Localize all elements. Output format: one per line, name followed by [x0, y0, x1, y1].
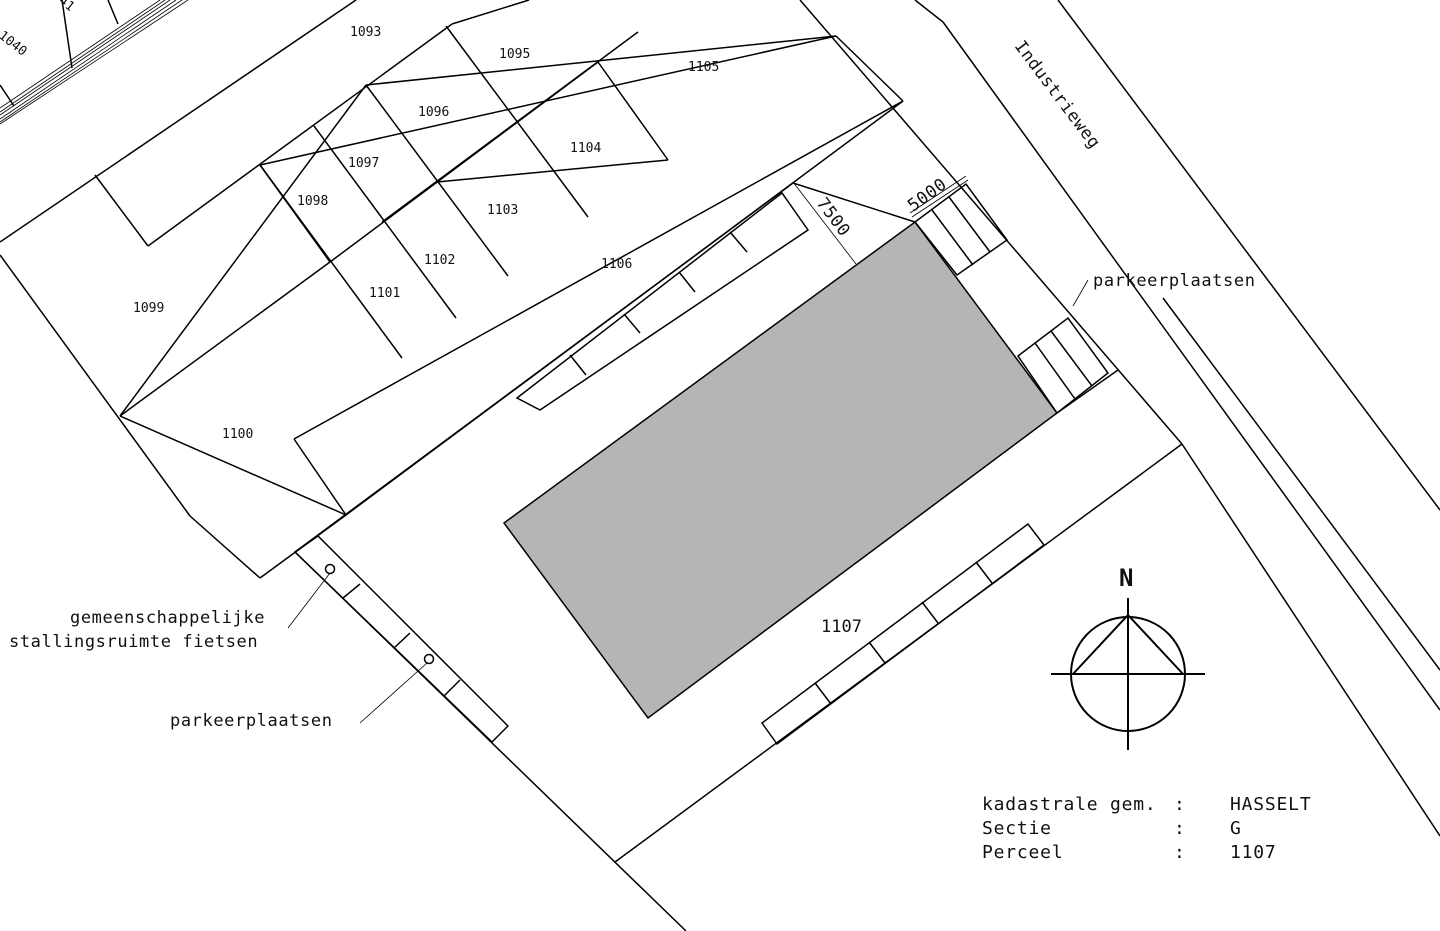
parcel-1103: 1103 [487, 203, 518, 218]
parcel-1102: 1102 [424, 253, 455, 268]
parcel-1098: 1098 [297, 194, 328, 209]
parcel-1106: 1106 [601, 257, 632, 272]
parcel-1100: 1100 [222, 427, 253, 442]
cad-value-2: 1107 [1230, 842, 1277, 863]
label-parking-left: parkeerplaatsen [170, 711, 333, 731]
cad-key-0: kadastrale gem. [982, 794, 1157, 815]
parcel-1096: 1096 [418, 105, 449, 120]
parcel-1093: 1093 [350, 25, 381, 40]
parcel-1099: 1099 [133, 301, 164, 316]
cad-key-2: Perceel [982, 842, 1063, 863]
parcel-1041: 41 [56, 0, 78, 15]
parcel-1107: 1107 [821, 617, 862, 637]
parcel-1095: 1095 [499, 47, 530, 62]
building-footprint [502, 220, 1059, 720]
cad-value-0: HASSELT [1230, 794, 1311, 815]
cad-sep-0: : [1174, 794, 1186, 815]
parcel-numbers: 1040 41 1093 1095 1096 1097 1098 1099 11… [0, 0, 862, 637]
cad-value-1: G [1230, 818, 1242, 839]
label-bike-storage-2: stallingsruimte fietsen [9, 632, 258, 652]
parcel-1040: 1040 [0, 28, 29, 59]
parking-road-bottom [1016, 316, 1119, 415]
parcel-1097: 1097 [348, 156, 379, 171]
cadastral-info: kadastrale gem. : HASSELT Sectie : G Per… [982, 794, 1311, 863]
label-bike-storage-1: gemeenschappelijke [70, 608, 265, 628]
north-triangle [1072, 613, 1184, 675]
label-parking-right: parkeerplaatsen [1093, 271, 1256, 291]
parcel-1104: 1104 [570, 141, 601, 156]
cad-key-1: Sectie [982, 818, 1052, 839]
corner-lines [0, 0, 119, 107]
parking-row-north [515, 191, 810, 411]
dimension-lines [792, 175, 969, 265]
parking-road-top [913, 182, 1009, 277]
cad-sep-1: : [1174, 818, 1186, 839]
dimension-5000: 5000 [904, 174, 951, 216]
leader-lines [287, 279, 1089, 724]
parcel-1105: 1105 [688, 60, 719, 75]
north-arrow: N [1051, 564, 1205, 750]
corner-hatching [0, 0, 189, 125]
cad-sep-2: : [1174, 842, 1186, 863]
north-label: N [1119, 564, 1133, 592]
parcel-1101: 1101 [369, 286, 400, 301]
parking-row-south [760, 522, 1046, 746]
